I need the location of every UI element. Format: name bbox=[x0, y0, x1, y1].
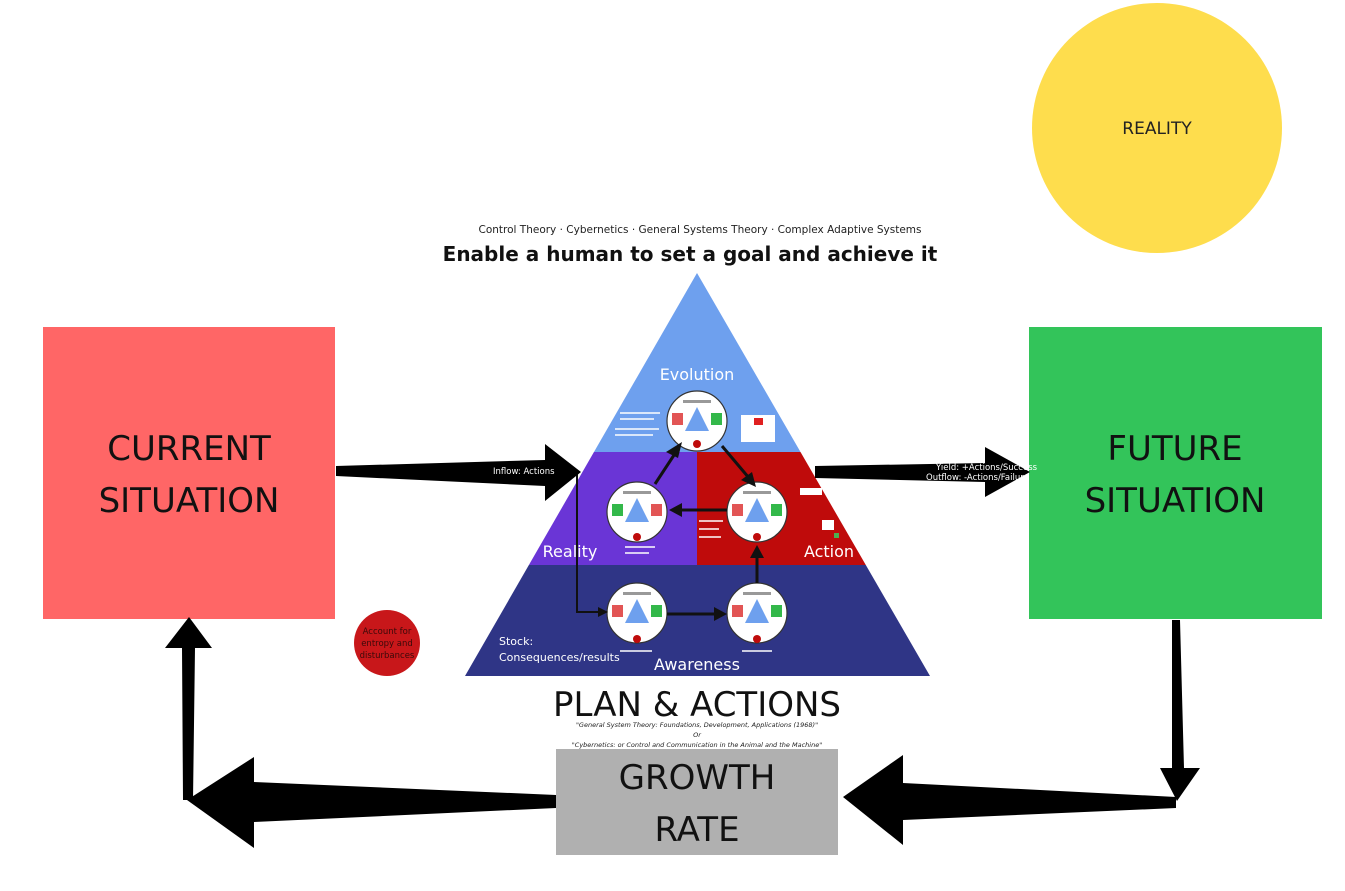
evolution-label: Evolution bbox=[660, 365, 735, 384]
future-situation-line1: FUTURE bbox=[1107, 429, 1242, 469]
future-situation-box[interactable] bbox=[1029, 327, 1322, 619]
outflow-label: Outflow: -Actions/Failure bbox=[926, 473, 1029, 483]
current-up-arrow bbox=[165, 617, 212, 800]
detail-text-line bbox=[625, 552, 649, 554]
detail-text-line bbox=[615, 434, 653, 436]
connector-inflow-to-awareness bbox=[576, 470, 604, 613]
growth-rate-line1: GROWTH bbox=[619, 758, 776, 798]
entropy-line3: disturbances bbox=[360, 651, 415, 661]
detail-text-line bbox=[615, 428, 659, 430]
goal-title: Enable a human to set a goal and achieve… bbox=[443, 242, 938, 266]
detail-text-line bbox=[699, 536, 721, 538]
reality-circle[interactable] bbox=[1032, 3, 1282, 253]
entropy-badge[interactable] bbox=[354, 610, 420, 676]
growth-rate-box[interactable] bbox=[556, 749, 838, 855]
stock-label: Stock: bbox=[499, 635, 533, 648]
detail-text-line bbox=[742, 650, 772, 652]
outflow-arrow bbox=[815, 447, 1030, 497]
current-situation-box[interactable] bbox=[43, 327, 335, 619]
entropy-line1: Account for bbox=[363, 627, 412, 637]
detail-text-line bbox=[620, 650, 652, 652]
internal-connectors bbox=[576, 445, 759, 616]
arrowhead-action bbox=[741, 472, 756, 487]
awareness-label: Awareness bbox=[654, 655, 740, 674]
theory-subtitle: Control Theory · Cybernetics · General S… bbox=[479, 224, 922, 236]
inflow-label: Inflow: Actions bbox=[493, 467, 555, 477]
growth-rate-line2: RATE bbox=[654, 810, 739, 850]
future-down-arrow bbox=[1160, 620, 1200, 801]
arrowhead-inflow-down bbox=[598, 607, 608, 617]
detail-text-line bbox=[625, 546, 655, 548]
plan-actions-title: PLAN & ACTIONS bbox=[553, 685, 841, 725]
detail-text-line bbox=[699, 528, 719, 530]
growth-outflow-arrow bbox=[187, 757, 556, 848]
growth-inflow-arrow bbox=[843, 755, 1176, 845]
detail-text-line bbox=[620, 418, 654, 420]
arrowhead-awareness-right bbox=[714, 607, 727, 621]
detail-green-dot bbox=[834, 533, 839, 538]
consequences-label: Consequences/results bbox=[499, 651, 620, 664]
reality-label: REALITY bbox=[1122, 119, 1192, 139]
pyramid-awareness-band[interactable] bbox=[440, 565, 960, 680]
reference-general-system-theory: "General System Theory: Foundations, Dev… bbox=[576, 721, 818, 729]
mini-diagram-evolution[interactable] bbox=[666, 390, 728, 452]
detail-text-line bbox=[620, 412, 660, 414]
reality-section-label: Reality bbox=[543, 542, 598, 561]
mini-diagram-group bbox=[606, 390, 788, 644]
flow-arrows bbox=[165, 444, 1200, 848]
action-section-label: Action bbox=[804, 542, 854, 561]
detail-text-line bbox=[699, 520, 723, 522]
arrowhead-awareness-up bbox=[750, 545, 764, 558]
mini-diagram-reality[interactable] bbox=[606, 481, 668, 543]
detail-tag bbox=[800, 488, 822, 495]
inflow-arrow bbox=[336, 444, 581, 501]
mini-diagram-action[interactable] bbox=[726, 481, 788, 543]
future-situation-line2: SITUATION bbox=[1085, 481, 1266, 521]
connector-evolution-to-action bbox=[720, 445, 751, 479]
reference-or: Or bbox=[693, 731, 702, 739]
reference-cybernetics: "Cybernetics: or Control and Communicati… bbox=[572, 741, 822, 749]
detail-small-box bbox=[822, 520, 834, 530]
internal-arrowheads bbox=[598, 442, 764, 621]
yield-label: Yield: +Actions/Success bbox=[935, 463, 1038, 473]
current-situation-line2: SITUATION bbox=[99, 481, 280, 521]
pyramid-details bbox=[615, 412, 839, 652]
arrowhead-evolution bbox=[666, 442, 682, 458]
mini-diagram-awareness-left[interactable] bbox=[606, 582, 668, 644]
mini-diagram-awareness-right[interactable] bbox=[726, 582, 788, 644]
entropy-line2: entropy and bbox=[361, 639, 413, 649]
current-situation-line1: CURRENT bbox=[107, 429, 271, 469]
detail-card-mark bbox=[754, 418, 763, 425]
arrowhead-reality bbox=[669, 503, 682, 517]
